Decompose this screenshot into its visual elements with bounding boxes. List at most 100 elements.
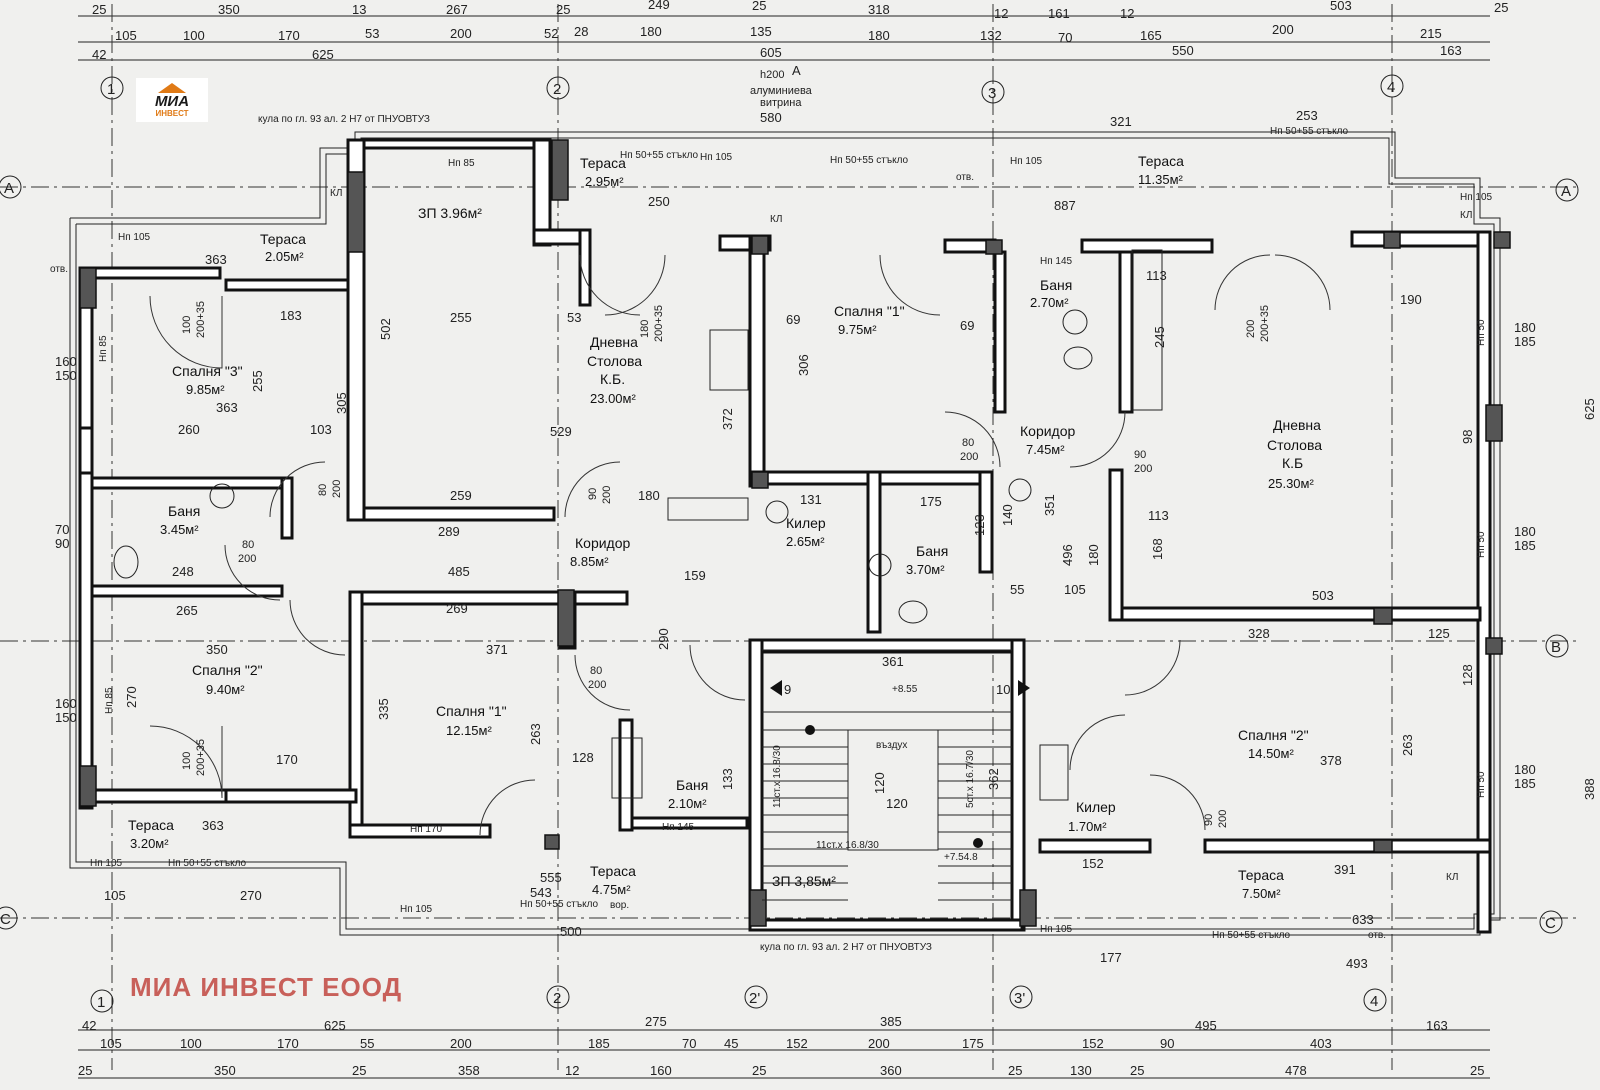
svg-text:495: 495 xyxy=(1195,1018,1217,1033)
svg-text:105: 105 xyxy=(100,1036,122,1051)
svg-text:360: 360 xyxy=(880,1063,902,1078)
svg-text:363: 363 xyxy=(216,400,238,415)
svg-text:200+35: 200+35 xyxy=(653,305,665,342)
svg-text:Нп 50+55 стъкло: Нп 50+55 стъкло xyxy=(620,150,699,161)
svg-text:165: 165 xyxy=(1140,28,1162,43)
svg-text:10: 10 xyxy=(996,682,1010,697)
svg-text:Нп 50+55 стъкло: Нп 50+55 стъкло xyxy=(168,858,247,869)
sink-icon xyxy=(209,483,235,509)
bath-small-name: Баня xyxy=(676,777,708,793)
bath-top-right-name: Баня xyxy=(1040,277,1072,293)
svg-text:25: 25 xyxy=(556,2,570,17)
svg-text:180: 180 xyxy=(1514,524,1536,539)
bath-mid-name: Баня xyxy=(916,543,948,559)
svg-text:403: 403 xyxy=(1310,1036,1332,1051)
axis-4-bottom: 4 xyxy=(1370,993,1378,1010)
bedroom3-area: 9.85м² xyxy=(186,382,225,397)
terrace-bottom-mid-name: Тераса xyxy=(590,863,636,879)
svg-text:69: 69 xyxy=(960,318,974,333)
level-marker-2 xyxy=(973,838,983,848)
svg-text:100: 100 xyxy=(183,28,205,43)
bath-left-name: Баня xyxy=(168,503,200,519)
svg-text:253: 253 xyxy=(1296,108,1318,123)
walls xyxy=(78,138,1492,934)
svg-text:12: 12 xyxy=(1120,6,1134,21)
svg-text:372: 372 xyxy=(720,408,735,430)
toilet-icon-3 xyxy=(898,600,928,624)
svg-text:кула по гл. 93 ал. 2 Н7 от ПНУ: кула по гл. 93 ал. 2 Н7 от ПНУОВТУЗ xyxy=(258,114,430,125)
svg-text:128: 128 xyxy=(572,750,594,765)
svg-text:363: 363 xyxy=(202,818,224,833)
svg-text:h200: h200 xyxy=(760,69,784,81)
svg-text:259: 259 xyxy=(450,488,472,503)
svg-text:245: 245 xyxy=(1152,326,1167,348)
svg-text:378: 378 xyxy=(1320,753,1342,768)
svg-text:180: 180 xyxy=(1514,320,1536,335)
svg-text:25: 25 xyxy=(1008,1063,1022,1078)
svg-text:388: 388 xyxy=(1582,778,1597,800)
svg-text:въздух: въздух xyxy=(876,740,907,751)
svg-text:152: 152 xyxy=(786,1036,808,1051)
svg-text:249: 249 xyxy=(648,0,670,12)
svg-text:Нп 105: Нп 105 xyxy=(1040,924,1073,935)
svg-text:493: 493 xyxy=(1346,956,1368,971)
svg-text:105: 105 xyxy=(115,28,137,43)
svg-text:70: 70 xyxy=(682,1036,696,1051)
fixtures xyxy=(113,249,1163,851)
svg-text:267: 267 xyxy=(446,2,468,17)
pantry-bottom-name: Килер xyxy=(1076,799,1116,815)
svg-text:200: 200 xyxy=(960,451,978,463)
plan-notes: h200 А алуминиева витрина кула по гл. 93… xyxy=(50,63,1493,953)
door-swings xyxy=(149,254,1331,836)
svg-text:543: 543 xyxy=(530,885,552,900)
svg-text:Нп 50+55 стъкло: Нп 50+55 стъкло xyxy=(520,899,599,910)
axis-4-top: 4 xyxy=(1387,79,1395,96)
svg-text:185: 185 xyxy=(588,1036,610,1051)
svg-text:45: 45 xyxy=(724,1036,738,1051)
bath-small-area: 2.10м² xyxy=(668,796,707,811)
svg-text:Нп 170: Нп 170 xyxy=(410,824,443,835)
door-labels: 100 200+35 100 200+35 180 200+35 200 200… xyxy=(181,301,1271,828)
axis-3-top: 3 xyxy=(988,85,996,102)
svg-text:вор.: вор. xyxy=(610,900,629,911)
svg-text:263: 263 xyxy=(1400,734,1415,756)
svg-text:335: 335 xyxy=(376,698,391,720)
svg-text:133: 133 xyxy=(720,768,735,790)
svg-text:140: 140 xyxy=(1000,504,1015,526)
svg-text:200+35: 200+35 xyxy=(1259,305,1271,342)
axis-c-right: С xyxy=(1545,915,1556,932)
svg-text:90: 90 xyxy=(1203,814,1215,826)
terrace-bottom-left-area: 3.20м² xyxy=(130,836,169,851)
kitchen-counter xyxy=(1131,249,1163,411)
svg-text:625: 625 xyxy=(324,1018,346,1033)
svg-text:отв.: отв. xyxy=(50,264,68,275)
svg-text:351: 351 xyxy=(1042,494,1057,516)
svg-text:185: 185 xyxy=(1514,334,1536,349)
zp-top-label: ЗП 3.96м² xyxy=(418,205,482,221)
svg-text:289: 289 xyxy=(438,524,460,539)
living-left-area: 23.00м² xyxy=(590,391,636,406)
svg-text:255: 255 xyxy=(450,310,472,325)
svg-text:170: 170 xyxy=(276,752,298,767)
svg-text:328: 328 xyxy=(1248,626,1270,641)
stove-icon xyxy=(709,329,749,391)
bottom-dimension-lines xyxy=(78,1029,1490,1079)
svg-text:555: 555 xyxy=(540,870,562,885)
svg-text:КЛ: КЛ xyxy=(770,214,782,225)
svg-text:250: 250 xyxy=(648,194,670,209)
stair-lines xyxy=(762,729,1012,901)
svg-text:503: 503 xyxy=(1312,588,1334,603)
axis-2p-bottom: 2' xyxy=(749,990,760,1007)
svg-text:200: 200 xyxy=(238,553,256,565)
svg-text:580: 580 xyxy=(760,110,782,125)
svg-text:361: 361 xyxy=(882,654,904,669)
svg-text:130: 130 xyxy=(1070,1063,1092,1078)
svg-text:120: 120 xyxy=(886,796,908,811)
svg-text:500: 500 xyxy=(560,924,582,939)
columns xyxy=(79,139,1511,927)
living-left-name1: Дневна xyxy=(590,334,638,350)
svg-text:42: 42 xyxy=(82,1018,96,1033)
axis-a-right: А xyxy=(1561,183,1571,200)
svg-text:391: 391 xyxy=(1334,862,1356,877)
svg-text:358: 358 xyxy=(458,1063,480,1078)
